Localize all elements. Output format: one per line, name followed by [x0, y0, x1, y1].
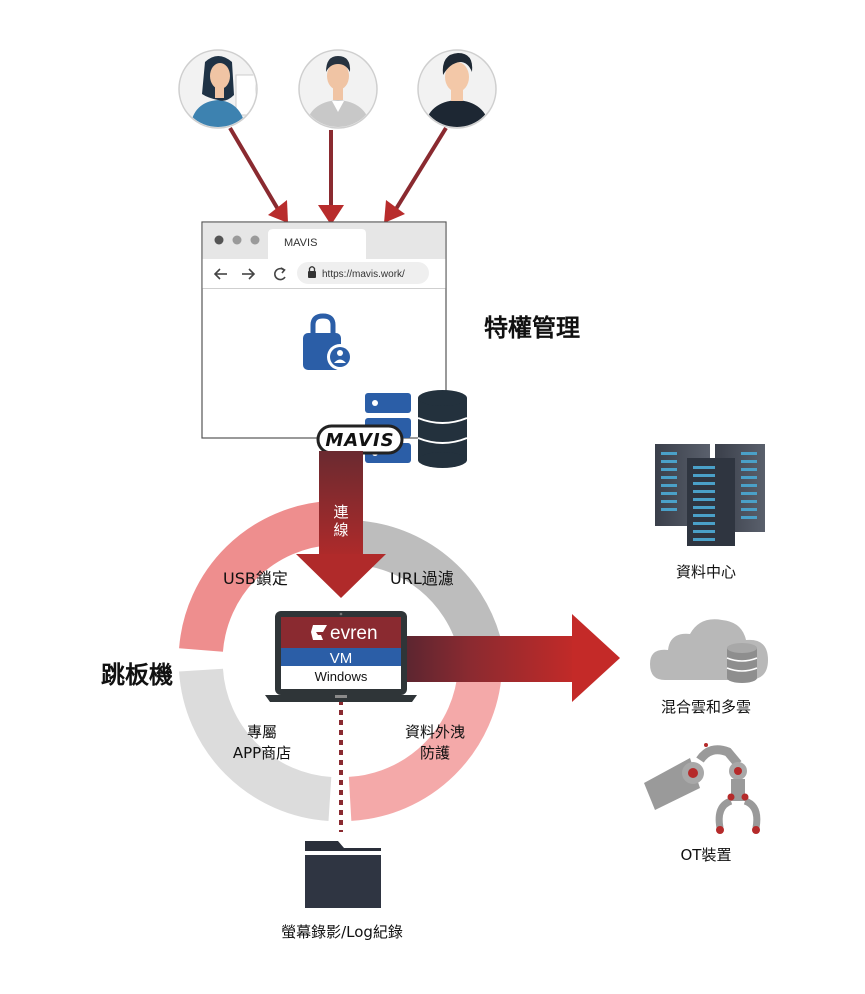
window-dot-1 — [214, 235, 224, 245]
evren-logo-icon — [311, 625, 327, 640]
lock-user-icon — [303, 313, 353, 370]
folder-icon — [305, 841, 381, 908]
mavis-logo-text: MAVIS — [325, 430, 394, 451]
target-cloud-label: 混合雲和多雲 — [660, 698, 751, 716]
ring-label-dlp-line1: 資料外洩 — [404, 723, 465, 741]
ring-segment-app-store — [179, 668, 332, 821]
back-arrow-icon — [213, 268, 227, 280]
feature-ring — [179, 501, 502, 821]
privilege-title: 特權管理 — [484, 314, 580, 342]
window-dot-3 — [250, 235, 260, 245]
ring-label-dlp-line2: 防護 — [419, 744, 450, 762]
datacenter-icon — [655, 444, 765, 546]
ring-segment-dlp — [348, 668, 502, 821]
user-avatar-man-grey — [298, 49, 378, 129]
user-avatar-man-dark — [417, 49, 497, 129]
robot-arm-icon — [644, 743, 761, 834]
database-icon — [417, 390, 468, 468]
laptop-icon — [265, 611, 417, 702]
connection-label-2: 線 — [333, 521, 348, 539]
cloud-database-icon — [650, 619, 768, 683]
ring-label-url-filter: URL過濾 — [390, 569, 454, 588]
recording-label: 螢幕錄影/Log紀錄 — [281, 923, 403, 941]
ring-segment-usb-lock — [179, 501, 333, 653]
reload-icon — [274, 267, 286, 281]
ring-label-dlp: 資料外洩 防護 — [389, 722, 481, 764]
ring-segment-url-filter — [353, 520, 501, 650]
laptop-vm: VM — [330, 650, 353, 667]
jump-server-title: 跳板機 — [101, 661, 173, 689]
lock-icon-small — [308, 271, 316, 278]
user-arrows — [228, 126, 448, 225]
target-datacenter-label: 資料中心 — [675, 563, 736, 581]
ring-label-usb-lock: USB鎖定 — [223, 569, 288, 588]
browser-url: https://mavis.work/ — [322, 269, 405, 280]
target-ot-label: OT裝置 — [680, 846, 732, 864]
connection-label-1: 連 — [333, 503, 348, 521]
laptop-os: Windows — [315, 669, 368, 684]
ring-label-app-store-line2: APP商店 — [232, 744, 292, 762]
window-dot-2 — [232, 235, 242, 245]
browser-tab-title: MAVIS — [284, 237, 317, 249]
connection-arrow — [296, 451, 386, 598]
ring-label-app-store-line1: 專屬 — [246, 723, 277, 741]
user-avatar-woman — [178, 49, 258, 129]
laptop-brand: evren — [330, 623, 378, 644]
ring-label-app-store: 專屬 APP商店 — [216, 722, 308, 764]
forward-arrow-icon — [242, 268, 256, 280]
